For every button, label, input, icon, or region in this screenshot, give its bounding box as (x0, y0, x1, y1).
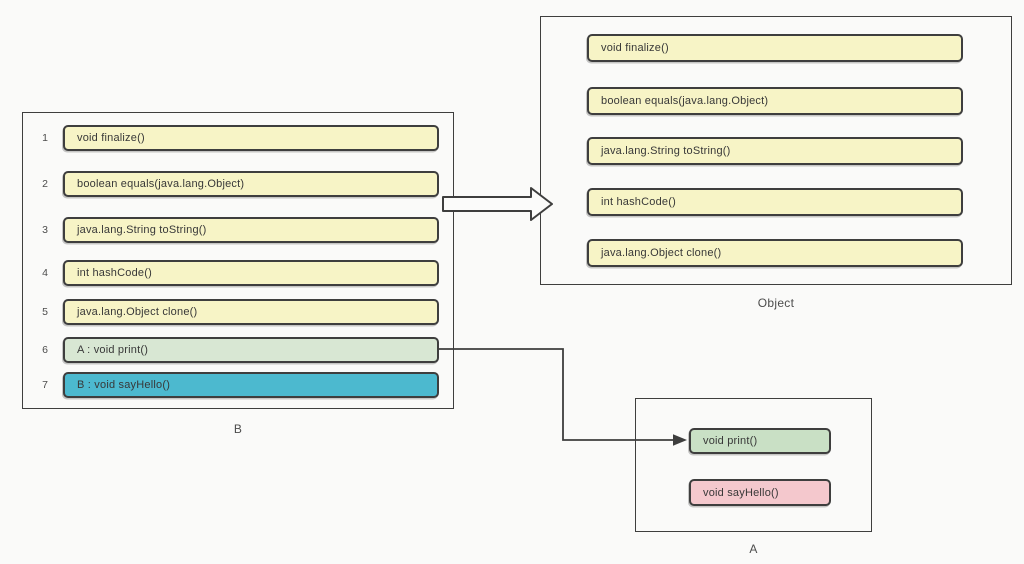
b-method-finalize: void finalize() (63, 125, 439, 151)
a-method-sayhello: void sayHello() (689, 479, 831, 506)
b-method-clone: java.lang.Object clone() (63, 299, 439, 325)
object-method-finalize: void finalize() (587, 34, 963, 62)
class-a-frame: void print() void sayHello() (635, 398, 872, 532)
b-to-object-arrow-icon (442, 187, 553, 221)
b-method-tostring: java.lang.String toString() (63, 217, 439, 243)
object-method-tostring: java.lang.String toString() (587, 137, 963, 165)
class-b-label: B (233, 422, 243, 436)
b-method-number: 3 (42, 224, 48, 236)
b-method-number: 6 (42, 344, 48, 356)
class-object-frame: void finalize() boolean equals(java.lang… (540, 16, 1012, 285)
object-method-clone: java.lang.Object clone() (587, 239, 963, 267)
b-method-row: 3 java.lang.String toString() (23, 217, 453, 243)
b-method-hashcode: int hashCode() (63, 260, 439, 286)
a-method-row: void print() (636, 428, 871, 454)
object-method-row: boolean equals(java.lang.Object) (541, 87, 1011, 115)
b-method-sayhello: B : void sayHello() (63, 372, 439, 398)
class-b-frame: 1 void finalize() 2 boolean equals(java.… (22, 112, 454, 409)
b-method-number: 4 (42, 267, 48, 279)
object-method-hashcode: int hashCode() (587, 188, 963, 216)
a-method-print: void print() (689, 428, 831, 454)
b-method-number: 5 (42, 306, 48, 318)
object-method-row: void finalize() (541, 34, 1011, 62)
object-method-equals: boolean equals(java.lang.Object) (587, 87, 963, 115)
b-method-row: 4 int hashCode() (23, 260, 453, 286)
object-method-row: int hashCode() (541, 188, 1011, 216)
b-method-row: 6 A : void print() (23, 337, 453, 363)
class-a-label: A (749, 542, 758, 556)
b-method-number: 1 (42, 132, 48, 144)
a-method-row: void sayHello() (636, 479, 871, 506)
b-method-equals: boolean equals(java.lang.Object) (63, 171, 439, 197)
b-method-row: 7 B : void sayHello() (23, 372, 453, 398)
b-method-row: 5 java.lang.Object clone() (23, 299, 453, 325)
object-method-row: java.lang.String toString() (541, 137, 1011, 165)
b-method-print: A : void print() (63, 337, 439, 363)
b-method-number: 2 (42, 178, 48, 190)
object-method-row: java.lang.Object clone() (541, 239, 1011, 267)
b-method-row: 1 void finalize() (23, 125, 453, 151)
b-method-row: 2 boolean equals(java.lang.Object) (23, 171, 453, 197)
class-object-label: Object (757, 296, 795, 310)
b-method-number: 7 (42, 379, 48, 391)
